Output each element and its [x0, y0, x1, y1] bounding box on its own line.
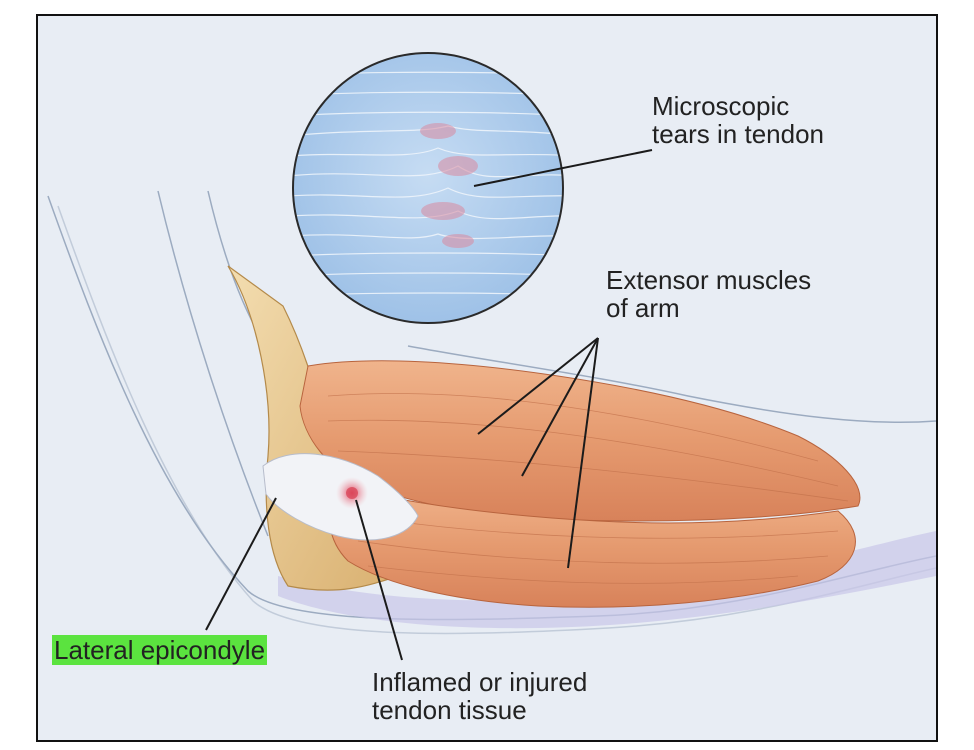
label-inflamed-tissue: Inflamed or injured tendon tissue	[372, 667, 588, 725]
forearm-shadow	[278, 531, 936, 629]
extensor-muscles	[299, 360, 861, 608]
label-lateral-epicondyle: Lateral epicondyle	[52, 635, 268, 665]
leader-microscopic-tears	[473, 149, 653, 187]
inflammation-core	[346, 487, 358, 499]
illustration-frame: Microscopic tears in tendon Extensor mus…	[36, 14, 938, 742]
elbow-illustration	[38, 16, 936, 740]
leader-extensor-2	[521, 337, 599, 477]
label-microscopic-tears: Microscopic tears in tendon	[652, 91, 825, 149]
highlighted-text: Lateral epicondyle	[52, 635, 268, 665]
leader-extensor-3	[567, 337, 599, 569]
leader-lines	[205, 149, 653, 661]
leader-extensor-1	[477, 337, 599, 435]
label-extensor-muscles: Extensor muscles of arm	[606, 265, 812, 323]
leader-inflamed-tissue	[355, 499, 403, 661]
leader-lateral-epicondyle	[205, 497, 277, 631]
